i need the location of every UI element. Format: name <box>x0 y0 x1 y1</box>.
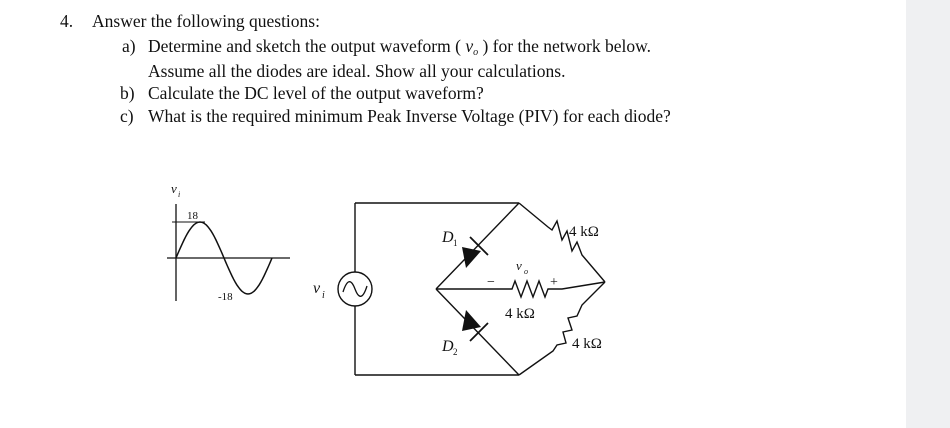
right-side-panel <box>906 0 950 428</box>
question-heading: Answer the following questions: <box>92 11 320 31</box>
minus-sign: − <box>487 275 495 290</box>
part-a-text-after: ) for the network below. <box>482 36 651 56</box>
trough-label: -18 <box>218 291 233 303</box>
peak-label: 18 <box>187 210 199 222</box>
source-sine-icon <box>342 281 368 297</box>
right-lower-edge <box>518 281 606 376</box>
part-a-line2: Assume all the diodes are ideal. Show al… <box>148 61 566 81</box>
waveform-axis-sub: i <box>178 190 180 199</box>
part-c-text: What is the required minimum Peak Invers… <box>148 106 671 126</box>
middle-resistor-label: 4 kΩ <box>505 306 535 322</box>
part-c-label: c) <box>120 106 134 126</box>
middle-resistor <box>498 279 606 299</box>
part-a-label: a) <box>122 36 136 56</box>
part-b-text: Calculate the DC level of the output wav… <box>148 83 484 103</box>
diode-d2: D 2 <box>441 310 489 357</box>
d1-label: D <box>441 229 454 246</box>
sine-curve <box>175 221 273 295</box>
left-lower-edge <box>435 288 520 376</box>
d2-label: D <box>441 338 454 355</box>
left-upper-edge <box>435 202 520 290</box>
question-number: 4. <box>60 11 74 31</box>
part-b-label: b) <box>120 83 135 103</box>
circuit-wires <box>354 202 606 376</box>
bottom-resistor-label: 4 kΩ <box>572 336 602 352</box>
vo-subscript: o <box>473 47 479 58</box>
diode-d2-bar <box>469 322 489 342</box>
part-a-text: Determine and sketch the output waveform… <box>148 35 651 64</box>
top-resistor-label: 4 kΩ <box>569 224 599 240</box>
vo-symbol: v <box>465 36 474 56</box>
ac-source: v i <box>313 271 373 307</box>
output-labels: v o − + 4 kΩ 4 kΩ 4 kΩ <box>487 224 602 352</box>
vo-label: v <box>516 258 522 273</box>
input-waveform: v i 18 -18 <box>167 181 290 303</box>
plus-sign: + <box>550 275 558 290</box>
source-symbol: v <box>313 280 321 297</box>
diode-d1-bar <box>469 236 489 256</box>
waveform-axis-symbol: v <box>171 181 177 196</box>
d2-sub: 2 <box>453 347 458 357</box>
diode-d2-triangle <box>462 310 481 331</box>
diode-d1: D 1 <box>441 229 489 268</box>
right-upper-edge <box>518 202 606 283</box>
d1-sub: 1 <box>453 238 458 248</box>
vo-sub: o <box>524 267 528 276</box>
part-a-text-before: Determine and sketch the output waveform… <box>148 36 461 56</box>
diode-d1-triangle <box>462 247 481 268</box>
source-sub: i <box>322 290 325 301</box>
